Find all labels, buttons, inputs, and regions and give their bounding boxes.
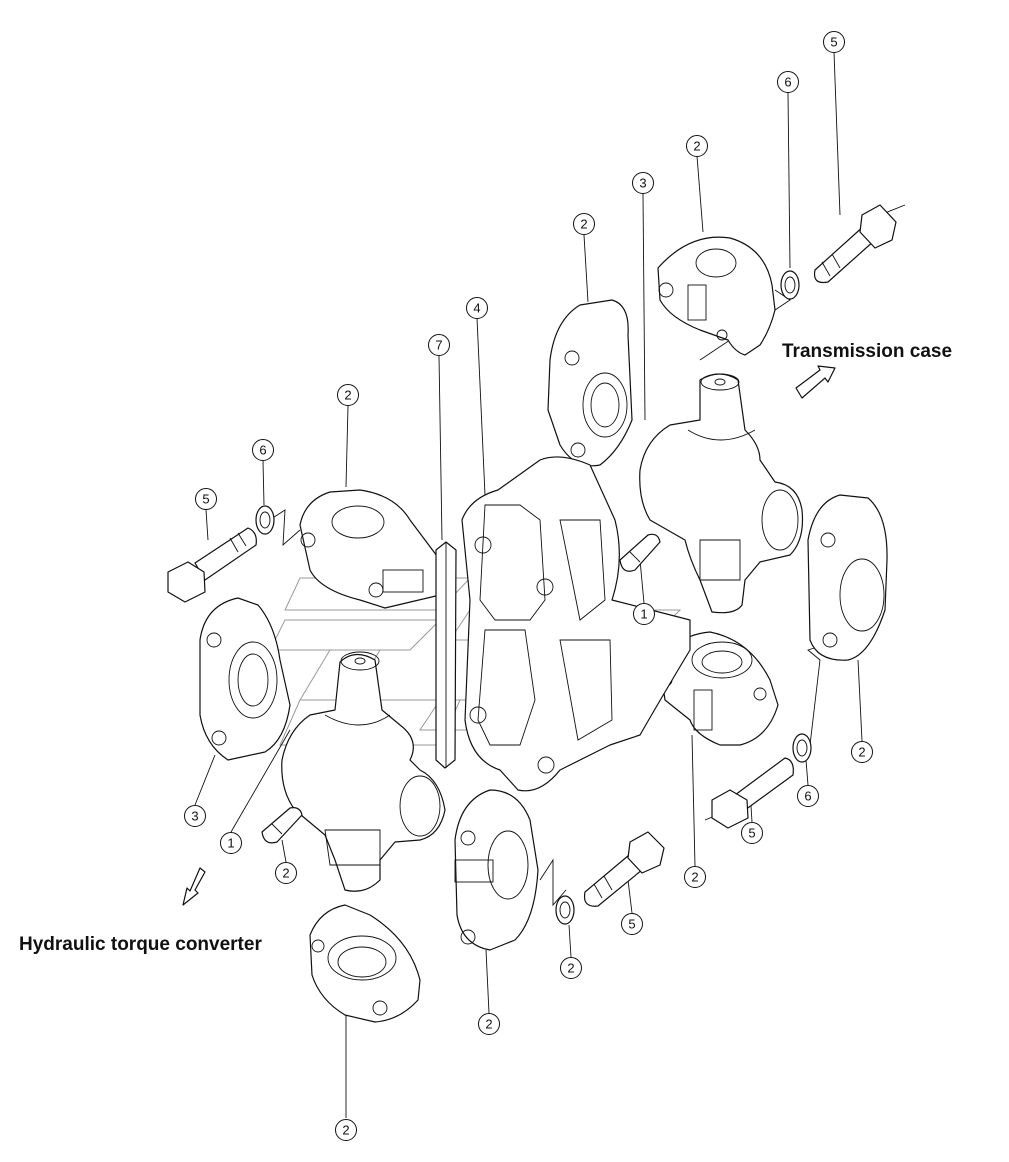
- yoke-bottom-middle: [454, 789, 539, 951]
- callout-6: 6: [797, 785, 819, 807]
- callout-number: 2: [693, 139, 700, 154]
- bolt-bottom-middle: [583, 831, 665, 907]
- callout-number: 2: [691, 870, 698, 885]
- callout-3: 3: [184, 805, 206, 827]
- yoke-top-right: [657, 236, 776, 356]
- transmission-case-label: Transmission case: [782, 341, 953, 362]
- callout-number: 2: [485, 1017, 492, 1032]
- callout-5: 5: [621, 913, 643, 935]
- arrow-to-converter: [182, 867, 206, 906]
- callout-4: 4: [466, 297, 488, 319]
- callout-2: 2: [851, 741, 873, 763]
- callout-2: 2: [275, 862, 297, 884]
- callout-2: 2: [560, 957, 582, 979]
- callout-5: 5: [741, 822, 763, 844]
- callout-2: 2: [478, 1013, 500, 1035]
- yoke-left-lower: [199, 597, 291, 761]
- hydraulic-torque-converter-label: Hydraulic torque converter: [19, 934, 262, 955]
- callout-2: 2: [686, 135, 708, 157]
- callout-number: 6: [804, 789, 811, 804]
- callout-number: 5: [202, 492, 209, 507]
- callout-2: 2: [337, 384, 359, 406]
- callout-7: 7: [428, 334, 450, 356]
- callout-6: 6: [777, 71, 799, 93]
- callout-number: 6: [259, 443, 266, 458]
- key-bar: [435, 541, 457, 769]
- spider-cross-lower: [281, 651, 446, 892]
- callout-number: 2: [858, 745, 865, 760]
- callout-number: 5: [830, 35, 837, 50]
- callout-3: 3: [632, 172, 654, 194]
- bolt-top-right: [813, 204, 897, 284]
- callout-number: 2: [344, 388, 351, 403]
- yoke-left-upper: [299, 489, 441, 609]
- callout-1: 1: [220, 832, 242, 854]
- callout-balloons: 5 6 2 3 2 4 7 2 6 5 1 2 2 2 3 1 2 5 6 2 5 2: [184, 31, 873, 1141]
- callout-5: 5: [823, 31, 845, 53]
- callout-number: 5: [748, 826, 755, 841]
- callout-5: 5: [195, 488, 217, 510]
- grease-fitting-upper: [619, 533, 661, 572]
- callout-1: 1: [633, 603, 655, 625]
- callout-number: 2: [282, 866, 289, 881]
- callout-number: 2: [580, 217, 587, 232]
- callout-2: 2: [684, 866, 706, 888]
- callout-2: 2: [573, 213, 595, 235]
- center-flange: [461, 456, 691, 792]
- yoke-bottom-left: [309, 904, 421, 1023]
- leader-lines: [194, 51, 906, 1118]
- callout-number: 2: [567, 961, 574, 976]
- bolt-bottom-right: [711, 757, 794, 829]
- callout-number: 5: [628, 917, 635, 932]
- callout-6: 6: [252, 439, 274, 461]
- grease-fitting-lower: [261, 807, 303, 844]
- callout-number: 4: [473, 301, 480, 316]
- yoke-right-lower: [659, 631, 779, 746]
- callout-number: 3: [639, 176, 646, 191]
- bolt-left: [167, 527, 257, 603]
- yoke-upper-middle: [547, 299, 633, 467]
- callout-number: 1: [227, 836, 234, 851]
- callout-number: 2: [342, 1123, 349, 1138]
- washers: [255, 270, 812, 925]
- spider-cross-upper: [639, 373, 804, 614]
- yoke-right-upper: [807, 494, 888, 661]
- callout-number: 3: [191, 809, 198, 824]
- callout-2: 2: [335, 1119, 357, 1141]
- callout-number: 6: [784, 75, 791, 90]
- callout-number: 7: [435, 338, 442, 353]
- callout-number: 1: [640, 607, 647, 622]
- arrow-to-transmission: [795, 365, 836, 399]
